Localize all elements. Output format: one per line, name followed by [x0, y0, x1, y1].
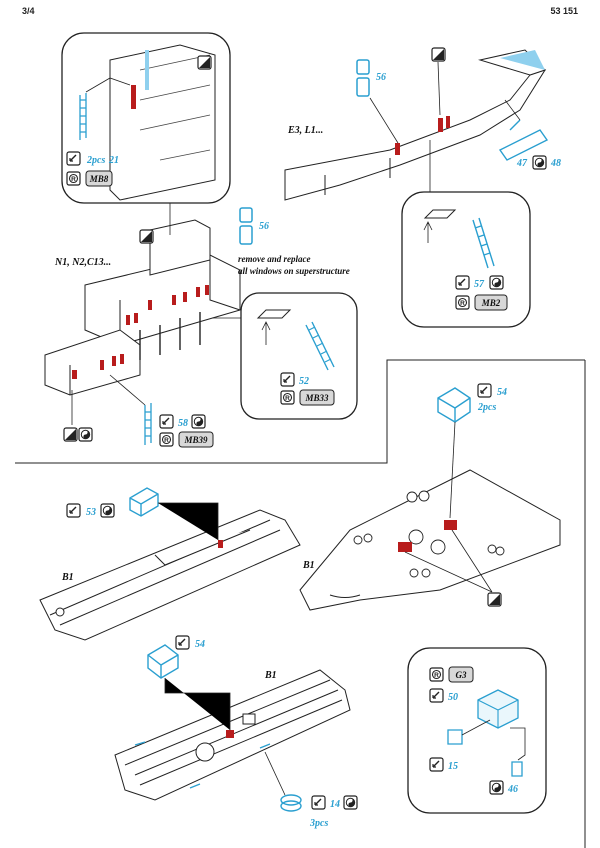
bend-icon — [487, 592, 502, 607]
part-46-label: 46 — [507, 784, 518, 795]
qty-2pcs-right: 2pcs — [477, 402, 496, 413]
check-icon — [159, 414, 174, 429]
yinyang-icon — [343, 795, 358, 810]
part-58-label: 58 — [178, 418, 188, 429]
qty-2pcs: 2pcs — [86, 155, 105, 166]
part-54-box-right — [437, 387, 471, 423]
ref-b1-right: B1 — [302, 560, 315, 571]
code-mb39: MB39 — [183, 435, 208, 445]
red-parts-bridge — [395, 116, 450, 155]
paint-icon — [429, 667, 444, 682]
leader-54-bottom — [164, 678, 231, 730]
check-icon — [429, 688, 444, 703]
part-56-frame-left — [239, 207, 253, 245]
red-deck-part-bottom — [226, 730, 234, 738]
code-g3: G3 — [456, 670, 467, 680]
check-icon — [477, 383, 492, 398]
part-56-frame-right — [356, 59, 370, 97]
code-box-mb33 — [299, 389, 335, 406]
callout-bubble-g3 — [407, 647, 547, 814]
part-14-ring — [280, 794, 302, 812]
check-icon — [66, 503, 81, 518]
deck-fittings — [353, 490, 505, 578]
part-50-label: 50 — [448, 692, 458, 703]
paint-icon — [280, 390, 295, 405]
set-number: 53 151 — [550, 6, 578, 16]
check-icon — [429, 757, 444, 772]
leader-bend-right — [437, 61, 441, 116]
check-icon — [175, 635, 190, 650]
frame-line-upper — [15, 359, 585, 464]
check-icon — [280, 372, 295, 387]
part-54-label-bottom: 54 — [195, 639, 205, 650]
callout-bubble-top — [61, 32, 231, 204]
deck-drawing-right — [299, 469, 561, 611]
check-icon — [311, 795, 326, 810]
note-line1: remove and replace — [238, 254, 310, 264]
yinyang-icon — [191, 414, 206, 429]
bend-icon — [63, 427, 78, 442]
part-21-label: 21 — [108, 155, 119, 166]
callout-bubble-mb2 — [401, 140, 531, 328]
leader-14 — [264, 751, 286, 796]
check-icon — [455, 275, 470, 290]
bridge-wing-drawing — [284, 49, 547, 201]
part-53-box — [129, 487, 159, 517]
superstructure-drawing — [44, 219, 241, 396]
part-47-48-rail — [498, 119, 549, 161]
code-box-mb39 — [178, 431, 214, 448]
code-mb2: MB2 — [481, 298, 501, 308]
ref-e3: E3, L1... — [287, 125, 323, 136]
bend-icon — [431, 47, 446, 62]
callout-bubble-mb33 — [212, 292, 358, 420]
part-14-label: 14 — [330, 799, 340, 810]
part-57-label: 57 — [474, 279, 485, 290]
code-mb33: MB33 — [304, 393, 329, 403]
part-54-label-right: 54 — [497, 387, 507, 398]
deck-drawing-left — [39, 509, 301, 641]
paint-icon — [455, 295, 470, 310]
yinyang-icon — [489, 275, 504, 290]
leader-53 — [158, 502, 219, 540]
part-56-label-left: 56 — [259, 221, 269, 232]
part-15-label: 15 — [448, 761, 458, 772]
leader-54-right — [449, 421, 456, 519]
code-box-mb2 — [474, 294, 508, 311]
yinyang-icon — [489, 780, 504, 795]
bend-icon — [139, 229, 154, 244]
leader-bend-deck — [404, 529, 493, 593]
ref-n1: N1, N2,C13... — [54, 257, 111, 268]
paint-icon — [159, 432, 174, 447]
code-box-mb8 — [85, 170, 113, 187]
part-53-label: 53 — [86, 507, 96, 518]
code-box-g3 — [448, 666, 474, 683]
ref-b1-bottom: B1 — [264, 670, 277, 681]
paint-icon — [66, 171, 81, 186]
yinyang-icon — [100, 503, 115, 518]
ref-b1-left: B1 — [61, 572, 74, 583]
yinyang-icon — [532, 155, 547, 170]
red-deck-part-left — [218, 540, 223, 548]
red-deck-parts-right — [398, 520, 457, 552]
check-icon — [66, 151, 81, 166]
leader-58 — [109, 374, 146, 406]
leader-56-right — [369, 97, 399, 144]
qty-3pcs: 3pcs — [309, 818, 328, 829]
yinyang-icon — [78, 427, 93, 442]
part-52-label: 52 — [299, 376, 309, 387]
code-mb8: MB8 — [89, 174, 109, 184]
page-number: 3/4 — [22, 6, 35, 16]
note-line2: all windows on superstructure — [238, 266, 350, 276]
part-54-box-bottom — [147, 644, 179, 679]
part-47-label: 47 — [516, 158, 528, 169]
leader-rail — [504, 99, 521, 121]
part-58-ladder — [144, 403, 152, 445]
part-48-label: 48 — [550, 158, 561, 169]
part-56-label-right: 56 — [376, 72, 386, 83]
